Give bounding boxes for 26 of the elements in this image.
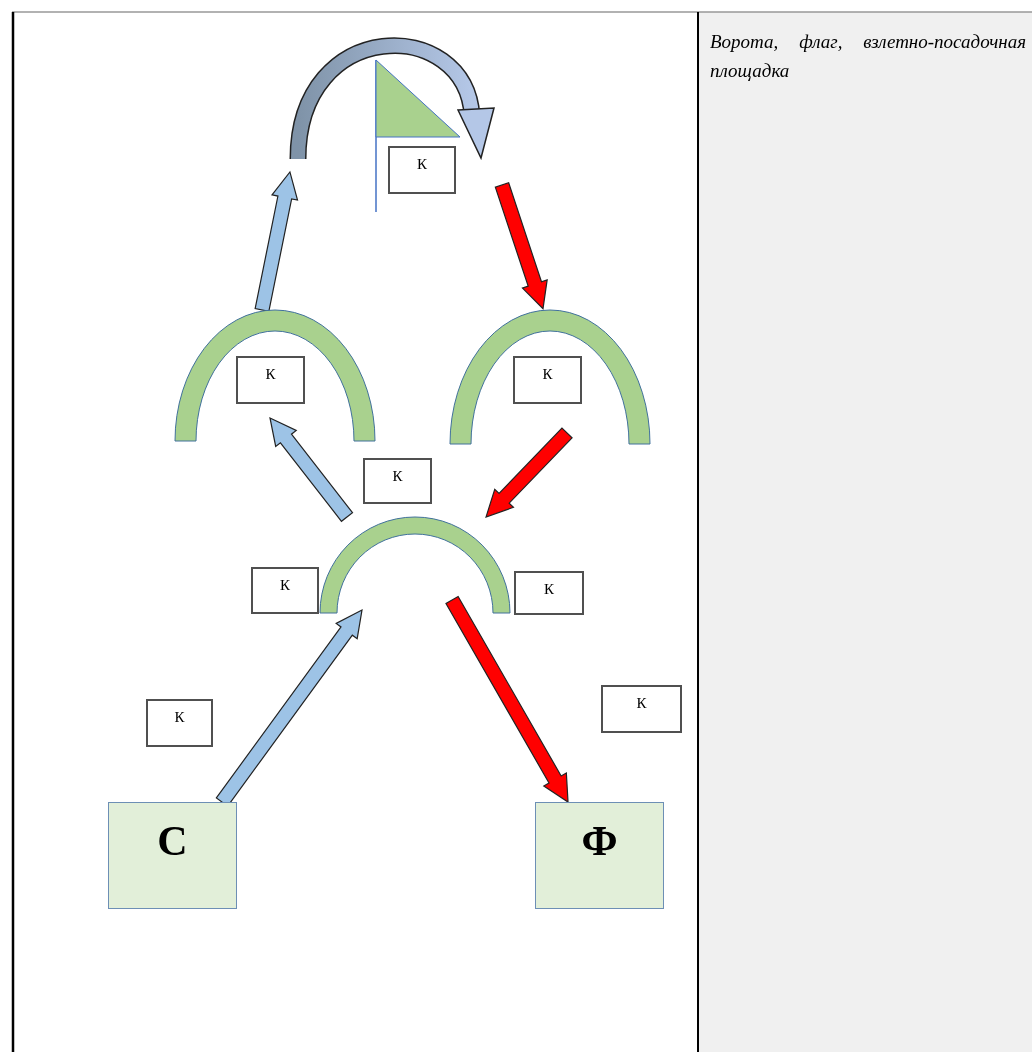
block-arrow [254,170,299,313]
box-label: К [391,468,404,485]
label-box [388,146,456,194]
box-label: Ф [580,817,619,865]
block-arrow [494,182,548,310]
block-arrow [445,595,569,804]
label-box [146,699,213,747]
square-box [108,802,237,909]
square-box [535,802,664,909]
label-box [513,356,582,404]
note-text: Ворота, флаг, взлетно-посадочная площадка [710,30,1026,83]
block-arrow [269,416,354,523]
box-label: К [173,709,186,726]
label-box [601,685,682,733]
label-box [514,571,584,615]
label-box [236,356,305,404]
box-label: К [279,577,291,594]
box-label: К [541,366,554,383]
label-box [363,458,432,504]
box-label: К [543,581,555,598]
label-box [251,567,319,614]
box-label: С [156,817,189,865]
box-label: К [635,695,648,712]
block-arrow [485,427,573,518]
box-label: К [264,366,277,383]
box-label: К [416,156,428,173]
